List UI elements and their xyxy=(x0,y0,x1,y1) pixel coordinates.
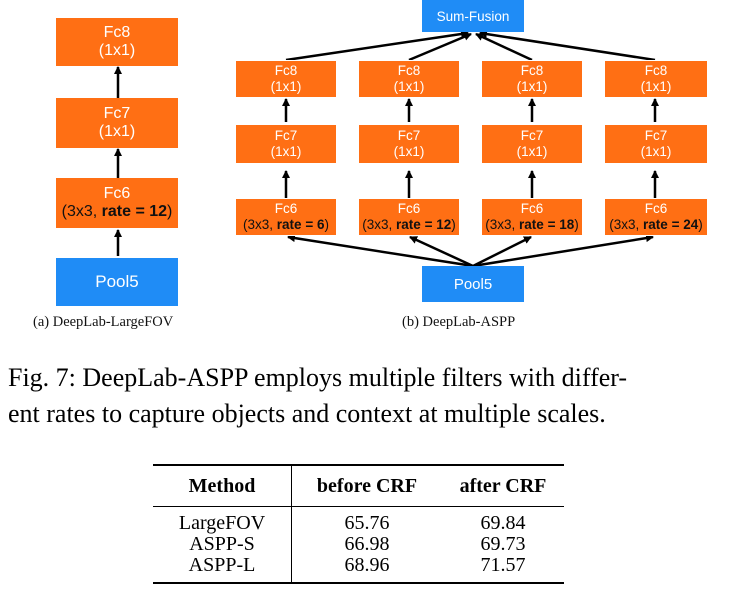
results-table: Method before CRF after CRF LargeFOV 65.… xyxy=(153,464,564,584)
aspp-b3-fc8-detail: (1x1) xyxy=(516,79,548,94)
header-after-crf: after CRF xyxy=(459,474,547,497)
largefov-fc8-box: Fc8 (1x1) xyxy=(56,18,178,66)
aspp-b1-fc7-label: Fc7 xyxy=(274,128,298,144)
arrow-b4-fc8-fusion xyxy=(479,30,656,62)
arrow-pool5-b4 xyxy=(472,234,654,268)
figure-caption-line1: Fig. 7: DeepLab-ASPP employs multiple fi… xyxy=(8,363,628,392)
aspp-pool5-label: Pool5 xyxy=(453,275,493,293)
aspp-pool5-box: Pool5 xyxy=(422,266,524,302)
aspp-b4-fc7-label: Fc7 xyxy=(644,128,668,144)
table-row: ASPP-S 66.98 69.73 xyxy=(153,534,564,555)
arrow-pool5-b1 xyxy=(287,234,474,268)
table-row: ASPP-L 68.96 71.57 xyxy=(153,555,564,583)
aspp-b2-fc6-box: Fc6 (3x3, rate = 12) xyxy=(358,198,460,236)
aspp-b3-fc6-detail: (3x3, rate = 18) xyxy=(485,217,579,232)
table-row: LargeFOV 65.76 69.84 xyxy=(153,506,564,534)
aspp-b4-fc7-box: Fc7 (1x1) xyxy=(604,124,708,164)
caption-largefov: (a) DeepLab-LargeFOV xyxy=(33,314,174,330)
arrow-b1-fc8-fusion xyxy=(285,30,469,62)
aspp-b3-fc8-box: Fc8 (1x1) xyxy=(481,60,583,98)
figure-caption-line2: ent rates to capture objects and context… xyxy=(8,399,606,428)
aspp-b1-fc8-label: Fc8 xyxy=(274,63,298,79)
aspp-b4-fc6-detail: (3x3, rate = 24) xyxy=(609,217,703,232)
largefov-fc6-detail: (3x3, rate = 12) xyxy=(61,203,173,220)
largefov-fc6-box: Fc6 (3x3, rate = 12) xyxy=(56,178,178,228)
aspp-b4-fc8-detail: (1x1) xyxy=(640,79,672,94)
sum-fusion-label: Sum-Fusion xyxy=(436,8,510,24)
cell-before-crf: 66.98 xyxy=(344,533,390,555)
cell-before-crf: 68.96 xyxy=(344,554,390,576)
aspp-b2-fc8-detail: (1x1) xyxy=(393,79,425,94)
cell-after-crf: 71.57 xyxy=(480,554,526,576)
aspp-b3-fc7-label: Fc7 xyxy=(520,128,544,144)
aspp-b2-fc6-detail: (3x3, rate = 12) xyxy=(362,217,456,232)
aspp-b1-fc8-box: Fc8 (1x1) xyxy=(235,60,337,98)
aspp-b1-fc7-box: Fc7 (1x1) xyxy=(235,124,337,164)
aspp-b1-fc8-detail: (1x1) xyxy=(270,79,302,94)
aspp-b1-fc7-detail: (1x1) xyxy=(270,144,302,159)
arrow-pool5-b2 xyxy=(409,235,474,268)
aspp-b2-fc7-detail: (1x1) xyxy=(393,144,425,159)
aspp-b3-fc7-detail: (1x1) xyxy=(516,144,548,159)
aspp-b4-fc7-detail: (1x1) xyxy=(640,144,672,159)
aspp-b1-fc6-label: Fc6 xyxy=(274,201,298,217)
aspp-b1-fc6-box: Fc6 (3x3, rate = 6) xyxy=(235,198,337,236)
aspp-b2-fc8-label: Fc8 xyxy=(397,63,421,79)
cell-method: ASPP-L xyxy=(153,555,292,583)
arrow-b2-fc8-fusion xyxy=(408,32,472,62)
largefov-fc8-label: Fc8 xyxy=(103,23,131,41)
aspp-b3-fc6-box: Fc6 (3x3, rate = 18) xyxy=(481,198,583,236)
arrow-b3-fc8-fusion xyxy=(475,32,533,62)
arrow-pool5-b3 xyxy=(472,235,532,268)
aspp-b1-fc6-detail: (3x3, rate = 6) xyxy=(243,217,329,232)
aspp-b2-fc6-label: Fc6 xyxy=(397,201,421,217)
diagram-arrows xyxy=(114,30,659,268)
sum-fusion-box: Sum-Fusion xyxy=(422,0,524,32)
table-header-row: Method before CRF after CRF xyxy=(153,465,564,507)
header-before-crf: before CRF xyxy=(316,474,418,497)
cell-method: LargeFOV xyxy=(153,506,292,534)
aspp-b4-fc8-box: Fc8 (1x1) xyxy=(604,60,708,98)
largefov-pool5-label: Pool5 xyxy=(95,272,139,291)
cell-before-crf: 65.76 xyxy=(344,512,390,534)
largefov-pool5-box: Pool5 xyxy=(56,258,178,306)
largefov-fc8-detail: (1x1) xyxy=(98,42,136,59)
largefov-fc7-label: Fc7 xyxy=(103,104,131,122)
cell-after-crf: 69.73 xyxy=(480,533,526,555)
cell-method: ASPP-S xyxy=(153,534,292,555)
largefov-fc6-label: Fc6 xyxy=(103,184,131,202)
aspp-b2-fc7-box: Fc7 (1x1) xyxy=(358,124,460,164)
caption-aspp: (b) DeepLab-ASPP xyxy=(402,314,516,330)
largefov-fc7-detail: (1x1) xyxy=(98,123,136,140)
figure-caption: Fig. 7: DeepLab-ASPP employs multiple fi… xyxy=(8,360,726,432)
aspp-b3-fc6-label: Fc6 xyxy=(520,201,544,217)
cell-after-crf: 69.84 xyxy=(480,512,526,534)
aspp-b4-fc6-box: Fc6 (3x3, rate = 24) xyxy=(604,198,708,236)
aspp-b2-fc8-box: Fc8 (1x1) xyxy=(358,60,460,98)
largefov-fc7-box: Fc7 (1x1) xyxy=(56,98,178,148)
aspp-b2-fc7-label: Fc7 xyxy=(397,128,421,144)
aspp-b4-fc6-label: Fc6 xyxy=(644,201,668,217)
aspp-b4-fc8-label: Fc8 xyxy=(644,63,668,79)
aspp-b3-fc8-label: Fc8 xyxy=(520,63,544,79)
header-method: Method xyxy=(153,465,292,507)
aspp-b3-fc7-box: Fc7 (1x1) xyxy=(481,124,583,164)
